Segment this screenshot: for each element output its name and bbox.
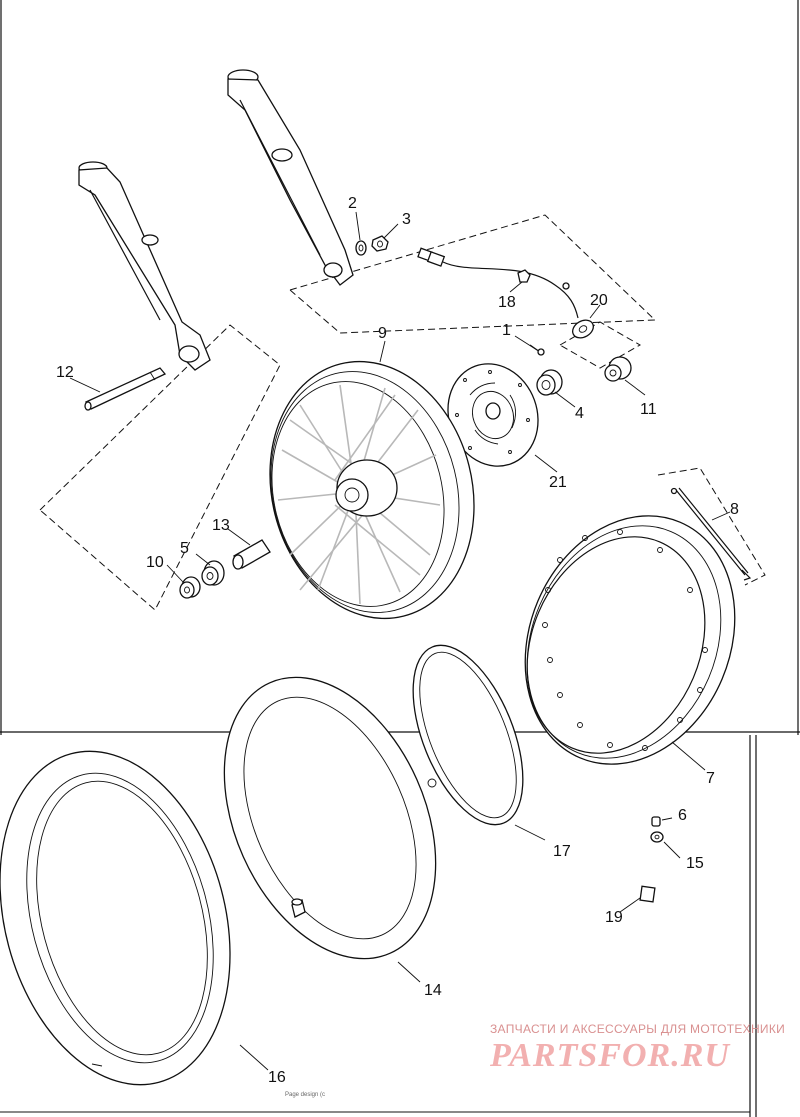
rim-strip-17 xyxy=(412,644,524,826)
speed-sensor-cable-20 xyxy=(417,247,594,339)
spoked-wheel-9 xyxy=(269,360,475,620)
callout-13: 13 xyxy=(212,517,230,534)
assembly-dashed-lines xyxy=(39,214,766,611)
footer-text: Page design (c xyxy=(285,1092,325,1098)
callout-16: 16 xyxy=(268,1069,286,1086)
callout-8: 8 xyxy=(730,501,739,518)
rim-7 xyxy=(524,515,736,765)
callout-1: 1 xyxy=(502,322,511,339)
spacer-13 xyxy=(232,539,271,570)
callout-18: 18 xyxy=(498,294,516,311)
callout-20: 20 xyxy=(590,292,608,309)
bearing-4 xyxy=(536,369,563,396)
callout-15: 15 xyxy=(686,855,704,872)
callout-7: 7 xyxy=(706,770,715,787)
callout-6: 6 xyxy=(678,807,687,824)
callout-labels: 1 2 3 4 5 6 7 8 9 10 11 12 13 14 15 16 1… xyxy=(56,195,739,1086)
spacer-10 xyxy=(179,576,201,599)
bearing-5 xyxy=(201,560,225,586)
nut-3 xyxy=(371,235,389,252)
callout-21: 21 xyxy=(549,474,567,491)
brake-disc-21 xyxy=(447,363,539,467)
callout-17: 17 xyxy=(553,843,571,860)
tire-16 xyxy=(0,750,231,1086)
spacer-11 xyxy=(604,356,632,382)
callout-3: 3 xyxy=(402,211,411,228)
axle-12 xyxy=(84,367,167,411)
leader-lines xyxy=(69,211,731,1071)
callout-12: 12 xyxy=(56,364,74,381)
callout-2: 2 xyxy=(348,195,357,212)
fork-slider-left xyxy=(78,161,211,371)
spoke-8 xyxy=(670,487,752,581)
callout-19: 19 xyxy=(605,909,623,926)
inner-tube-14 xyxy=(223,676,437,960)
valve-cap-6 xyxy=(651,816,661,827)
washer-2 xyxy=(355,240,367,256)
clip-18 xyxy=(517,269,531,283)
fork-slider-right xyxy=(227,69,354,286)
callout-5: 5 xyxy=(180,540,189,557)
watermark-tagline: ЗАПЧАСТИ И АКСЕССУАРЫ ДЛЯ МОТОТЕХНИКИ xyxy=(490,1022,785,1036)
valve-nut-15 xyxy=(650,831,664,843)
callout-9: 9 xyxy=(378,325,387,342)
callout-4: 4 xyxy=(575,405,584,422)
callout-11: 11 xyxy=(640,401,657,418)
watermark: ЗАПЧАСТИ И АКСЕССУАРЫ ДЛЯ МОТОТЕХНИКИ PA… xyxy=(489,1022,785,1074)
watermark-logo: PARTSFOR.RU xyxy=(489,1037,731,1074)
label-19 xyxy=(639,885,656,903)
callout-14: 14 xyxy=(424,982,442,999)
callout-10: 10 xyxy=(146,554,164,571)
